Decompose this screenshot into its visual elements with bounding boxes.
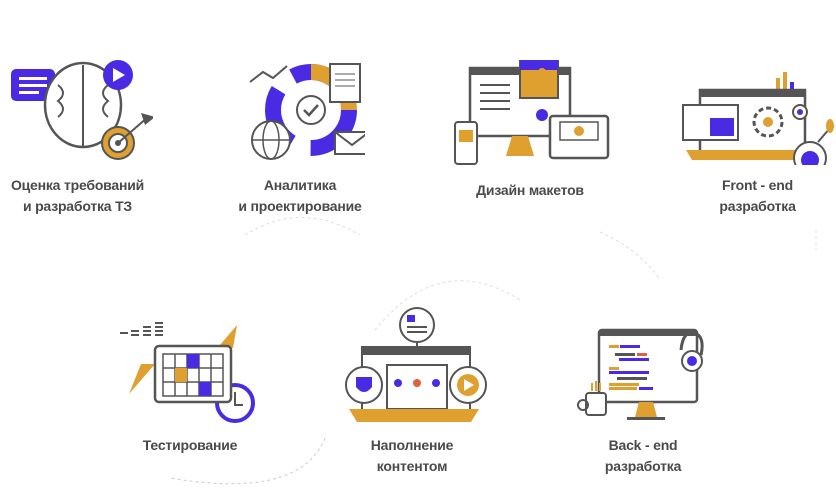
brain-target-icon: [10, 60, 153, 160]
step-design: Дизайн макетов: [450, 60, 610, 201]
step-testing: Тестирование: [110, 320, 270, 456]
calendar-testing-icon: [120, 322, 255, 423]
backend-monitor-icon: [577, 328, 704, 420]
devices-design-icon: [454, 60, 610, 165]
step-label: Дизайн макетов: [476, 182, 584, 198]
step-label: Тестирование: [142, 437, 238, 453]
analytics-chart-icon: [249, 63, 365, 160]
frontend-laptop-icon: [682, 72, 834, 165]
content-laptop-icon: [345, 307, 487, 422]
